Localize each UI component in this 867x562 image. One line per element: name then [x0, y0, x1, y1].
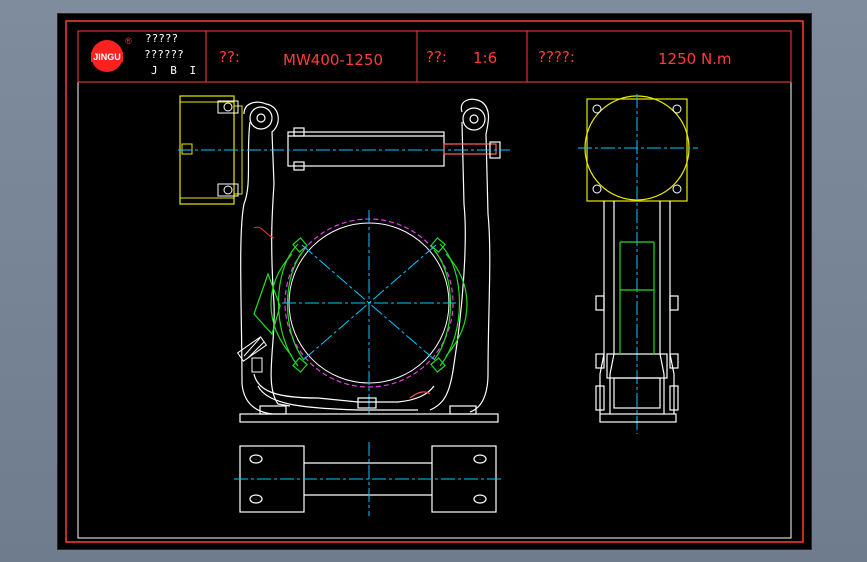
drum-centerlines: [282, 210, 456, 414]
brake-drawing: JINGU ® ????? ?????? J B I ??: MW400-125…: [65, 20, 804, 543]
model-label: ??:: [219, 48, 240, 66]
front-view: [178, 95, 510, 423]
base-plan-centerlines: [234, 442, 502, 516]
title-block: JINGU ® ????? ?????? J B I ??: MW400-125…: [77, 30, 792, 83]
brake-shoe-right: [430, 237, 468, 373]
model-value: MW400-1250: [283, 51, 383, 69]
brake-shoe-left: [253, 237, 308, 373]
svg-text:®: ®: [125, 36, 132, 46]
cad-viewport[interactable]: JINGU ® ????? ?????? J B I ??: MW400-125…: [57, 13, 812, 550]
torque-value: 1250 N.m: [658, 50, 732, 68]
company-name-line2: ??????: [144, 48, 184, 61]
left-arm: [240, 101, 291, 415]
right-arm: [429, 98, 491, 413]
side-shoe: [619, 241, 655, 354]
svg-text:JINGU: JINGU: [93, 52, 121, 62]
company-name-line1: ?????: [145, 32, 178, 45]
inner-frame: [77, 30, 792, 539]
adjust-bolt: [236, 336, 268, 373]
section-break: [253, 226, 275, 239]
side-frame: [595, 201, 679, 423]
ratio-value: 1:6: [473, 49, 497, 67]
outer-frame: [65, 20, 804, 543]
base-plate: [239, 405, 499, 423]
torque-label: ????:: [538, 48, 575, 66]
bottom-lever: [253, 373, 435, 411]
side-view: [578, 94, 698, 434]
company-name-line3: J B I: [151, 64, 199, 77]
push-rod: [287, 127, 501, 171]
ratio-label: ??:: [426, 48, 447, 66]
company-logo: JINGU ®: [91, 36, 132, 72]
